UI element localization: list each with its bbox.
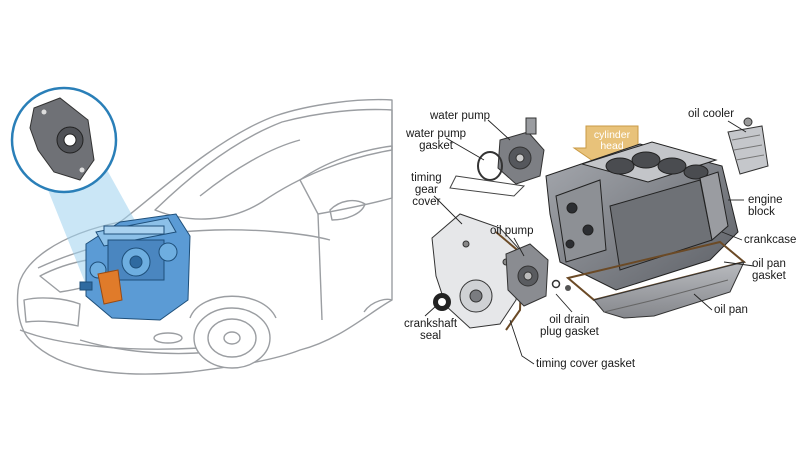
timing-cover-gasket-label: timing cover gasket [536,358,636,370]
cylinder-head-label: cylinder head [593,129,631,152]
car-mirror [329,199,366,221]
engine-block-label: engine block [748,194,783,218]
crankcase-label: crankcase [744,234,797,246]
oil-pump-part [505,243,549,307]
oil-drain-plug-gasket-label: oil drain plug gasket [540,314,599,338]
callout-circle [10,86,118,194]
car-windshield [154,108,393,220]
oil-cooler-part [727,117,769,175]
timing-gear-cover-label: timing gear cover [411,172,442,208]
oil-pan-part [593,261,745,319]
crankshaft-seal-label: crankshaft seal [404,318,458,342]
oil-pan-label: oil pan [714,304,748,316]
car-grille [23,297,81,327]
engine-block-part [545,141,739,291]
water-pump-label: water pump [430,110,491,122]
car-engine [79,213,191,321]
crankshaft-seal-part [433,293,451,311]
car-side-window [299,145,393,215]
oil-drain-plug-gasket-part [551,279,571,291]
oil-cooler-label: oil cooler [688,108,735,120]
oil-pump-label: oil pump [490,225,534,237]
leader-lines [424,119,755,365]
car-engine-highlight [97,269,123,305]
water-pump-part [497,117,545,185]
oil-pan-gasket-label: oil pan gasket [752,258,786,282]
water-pump-gasket-label: water pump gasket [406,128,467,152]
water-pump-gasket-part [477,151,503,181]
timing-gear-cover-part [431,213,521,329]
car-front-wheel [193,307,271,369]
